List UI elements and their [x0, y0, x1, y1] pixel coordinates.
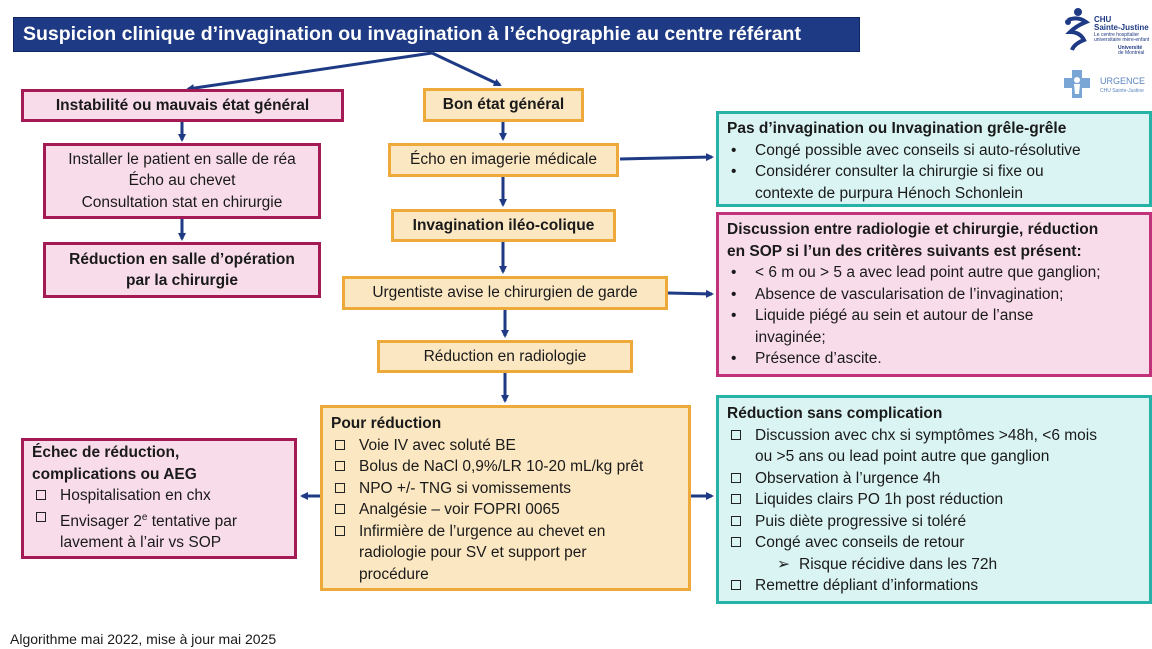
checkbox-icon	[731, 472, 741, 483]
ileocolic-label: Invagination iléo-colique	[412, 216, 595, 234]
logo-urg: URGENCE	[1100, 76, 1146, 86]
list-item: Observation à l’urgence 4h	[727, 468, 1149, 490]
checkbox-icon	[731, 494, 741, 504]
list-item: Discussion avec chx si symptômes >48h, <…	[727, 425, 1149, 447]
checkbox-icon	[731, 537, 741, 547]
list-item: •Congé possible avec conseils si auto-ré…	[731, 141, 1081, 159]
footer-note: Algorithme mai 2022, mise à jour mai 202…	[10, 631, 277, 647]
list-item: ou >5 ans ou lead point autre que gangli…	[755, 448, 1050, 465]
list-item: invaginée;	[755, 328, 826, 346]
list-item: procédure	[359, 565, 429, 583]
list-item: Analgésie – voir FOPRI 0065	[331, 499, 688, 521]
checkbox-icon	[335, 461, 345, 471]
urgence-cross-icon	[1064, 70, 1090, 98]
chu-sainte-justine-logo: CHU Sainte-Justine Le centre hospitalier…	[1062, 6, 1152, 56]
list-item: •< 6 m ou > 5 a avec lead point autre qu…	[731, 264, 1101, 281]
failure-title-line: Échec de réduction,	[32, 444, 180, 461]
checkbox-icon	[731, 429, 741, 440]
arrow-title-to-good	[431, 51, 502, 87]
logo-univ1: Université	[1118, 45, 1143, 51]
list-item: •Considérer consulter la chirurgie si fi…	[731, 163, 1044, 180]
discussion-title-line: en SOP si l’un des critères suivants est…	[727, 242, 1082, 260]
action-line: Installer le patient en salle de réa	[68, 150, 296, 168]
list-item: contexte de purpura Hénoch Schonlein	[755, 184, 1023, 202]
ileocolic-box: Invagination iléo-colique	[391, 209, 616, 242]
checkbox-icon	[731, 515, 741, 526]
list-item: Voie IV avec soluté BE	[331, 435, 688, 457]
arrow-urgentiste-to-discussion	[667, 289, 714, 298]
logo-urg-sub: CHU Sainte-Justine	[1100, 88, 1144, 94]
good-state-box: Bon état général	[423, 88, 584, 122]
echo-label: Écho en imagerie médicale	[410, 151, 597, 169]
checkbox-icon	[36, 511, 46, 522]
list-item: Infirmière de l’urgence au chevet en	[331, 521, 688, 543]
radiology-reduction-label: Réduction en radiologie	[423, 347, 587, 365]
checkbox-icon	[335, 439, 345, 450]
resuscitation-actions-box: Installer le patient en salle de réa Éch…	[43, 143, 321, 219]
urgentiste-box: Urgentiste avise le chirurgien de garde	[342, 276, 668, 310]
list-item: Puis diète progressive si toléré	[727, 511, 1149, 533]
echo-imaging-box: Écho en imagerie médicale	[388, 143, 619, 177]
list-item: lavement à l’air vs SOP	[60, 534, 222, 552]
list-item: Remettre dépliant d’informations	[727, 575, 1149, 597]
logo-tag2: universitaire mère-enfant	[1094, 37, 1150, 43]
chu-logo-icon	[1065, 8, 1091, 51]
urgence-logo: URGENCE CHU Sainte-Justine	[1062, 68, 1152, 104]
checkbox-icon	[731, 580, 741, 590]
discussion-box: Discussion entre radiologie et chirurgie…	[716, 212, 1152, 377]
page-title: Suspicion clinique d’invagination ou inv…	[13, 17, 860, 52]
action-line: Écho au chevet	[128, 172, 236, 190]
checkbox-icon	[36, 490, 46, 500]
logo-univ2: de Montréal	[1118, 50, 1145, 56]
sans-complication-title: Réduction sans complication	[727, 405, 943, 422]
checkbox-icon	[335, 525, 345, 536]
surgery-line: par la chirurgie	[126, 272, 238, 289]
list-item: ➢Risque récidive dans les 72h	[727, 554, 1149, 576]
list-item: Bolus de NaCl 0,9%/LR 10-20 mL/kg prêt	[331, 456, 688, 478]
checkbox-icon	[335, 482, 345, 493]
list-item: •Liquide piégé au sein et autour de l’an…	[731, 307, 1034, 324]
list-item: Liquides clairs PO 1h post réduction	[727, 489, 1149, 511]
surgery-reduction-box: Réduction en salle d’opération par la ch…	[43, 242, 321, 298]
pour-reduction-box: Pour réduction Voie IV avec soluté BE Bo…	[320, 405, 691, 591]
action-line: Consultation stat en chirurgie	[81, 193, 283, 211]
list-item: •Absence de vascularisation de l’invagin…	[731, 285, 1064, 303]
checkbox-icon	[335, 504, 345, 514]
list-item: radiologie pour SV et support per	[359, 544, 587, 561]
radiology-reduction-box: Réduction en radiologie	[377, 340, 633, 373]
list-item: Congé avec conseils de retour	[727, 532, 1149, 554]
arrow-bullet-icon: ➢	[777, 555, 790, 573]
reduction-sans-complication-box: Réduction sans complication Discussion a…	[716, 395, 1152, 604]
failure-title-line: complications ou AEG	[32, 465, 197, 483]
list-item: NPO +/- TNG si vomissements	[331, 478, 688, 500]
logo-chu: CHU	[1094, 15, 1112, 24]
no-invagination-box: Pas d’invagination ou Invagination grêle…	[716, 111, 1152, 207]
unstable-box: Instabilité ou mauvais état général	[21, 89, 344, 122]
arrow-echo-to-noinv	[619, 153, 714, 162]
good-state-label: Bon état général	[442, 96, 565, 114]
list-item: Envisager 2e tentative par	[32, 507, 294, 533]
logo-tag1: Le centre hospitalier	[1094, 32, 1140, 38]
no-invagination-title: Pas d’invagination ou Invagination grêle…	[727, 120, 1067, 137]
urgentiste-label: Urgentiste avise le chirurgien de garde	[372, 284, 638, 302]
list-item: •Présence d’ascite.	[731, 350, 882, 367]
arrow-title-to-unstable	[186, 51, 433, 93]
list-item: Hospitalisation en chx	[32, 485, 294, 507]
pour-reduction-title: Pour réduction	[331, 415, 442, 432]
reduction-failure-box: Échec de réduction, complications ou AEG…	[21, 438, 297, 559]
unstable-label: Instabilité ou mauvais état général	[55, 96, 310, 114]
surgery-line: Réduction en salle d’opération	[69, 250, 295, 268]
discussion-title-line: Discussion entre radiologie et chirurgie…	[727, 221, 1099, 238]
logo-sj: Sainte-Justine	[1094, 23, 1149, 32]
